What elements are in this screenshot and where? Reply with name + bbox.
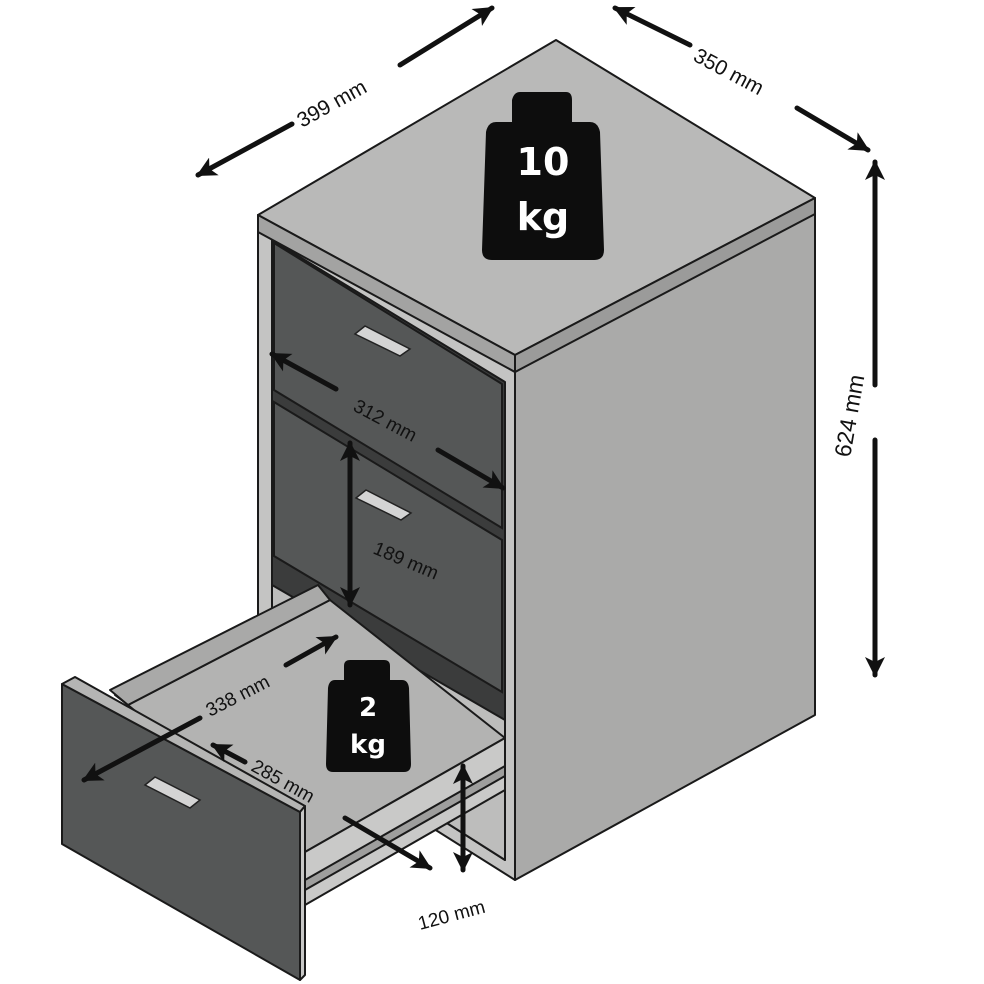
arrow-drawer-width [269, 351, 339, 392]
label-depth: 350 mm [690, 44, 768, 100]
weight-top-value: 10 [517, 140, 570, 184]
weight-drawer-value: 2 [359, 693, 377, 723]
drawer-middle-handle[interactable] [354, 489, 413, 521]
drawer-bottom-front-side-edge [299, 805, 306, 981]
drawer-top-handle[interactable] [353, 325, 412, 357]
weight-top-unit: kg [517, 195, 569, 239]
label-width: 399 mm [293, 75, 370, 132]
arrow-drawer-depth [81, 715, 203, 783]
arrow-width-2 [397, 5, 495, 68]
arrow-depth-2 [794, 105, 871, 153]
arrow-drawer-floor-2 [342, 815, 433, 871]
drawer-bottom-handle[interactable] [143, 776, 202, 809]
arrow-depth [612, 5, 693, 48]
label-height: 624 mm [829, 373, 869, 459]
weight-icon-drawer [326, 660, 411, 772]
arrow-drawer-width-2 [435, 447, 506, 491]
arrow-width [195, 121, 295, 178]
weight-icon: 10 kg [482, 92, 604, 260]
weight-icon: 2 kg [326, 660, 411, 772]
label-drawer-inner-height: 120 mm [416, 897, 488, 935]
dimension-arrows [81, 5, 885, 873]
arrow-drawer-floor [210, 742, 248, 765]
weight-icon-top [482, 92, 604, 260]
drawer-middle-front[interactable] [273, 400, 503, 694]
drawer-bottom-left-wall [109, 584, 331, 706]
cabinet-top-edge-side [514, 197, 816, 373]
arrow-drawer-depth-2 [283, 634, 339, 668]
weight-drawer-unit: kg [350, 730, 386, 760]
